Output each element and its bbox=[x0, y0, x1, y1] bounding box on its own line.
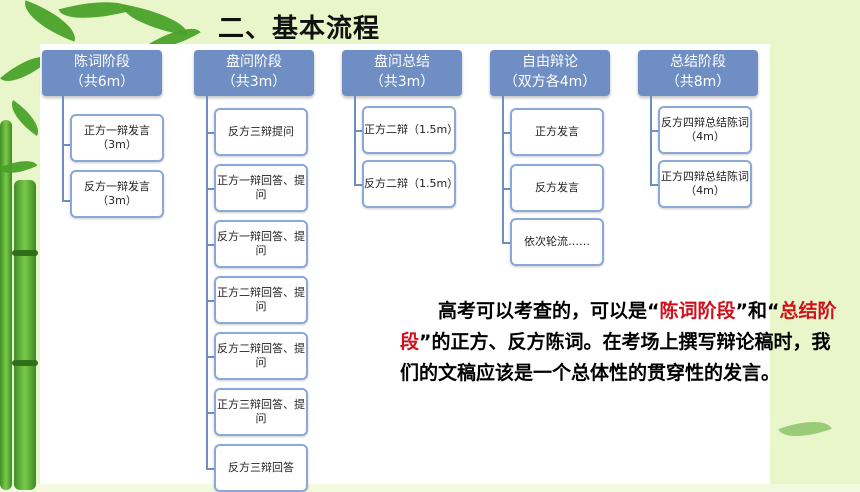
note-text-segment: 高考可以考查的，可以是“ bbox=[438, 300, 660, 322]
step-box: 反方一辩回答、提问 bbox=[214, 220, 308, 268]
step-box: 反方二辩回答、提问 bbox=[214, 332, 308, 380]
bamboo-node bbox=[12, 360, 38, 366]
connector bbox=[206, 244, 214, 246]
connector bbox=[206, 468, 214, 470]
connector bbox=[650, 130, 658, 132]
step-box: 正方四辩总结陈词（4m） bbox=[658, 160, 752, 208]
connector bbox=[62, 200, 70, 202]
stage-duration: （共3m） bbox=[221, 74, 287, 90]
stage-duration: （共3m） bbox=[369, 74, 435, 90]
flowchart-panel: 陈词阶段 （共6m） 正方一辩发言（3m） 反方一辩发言（3m） 盘问阶段 （共… bbox=[40, 44, 770, 492]
connector bbox=[206, 412, 214, 414]
connector bbox=[502, 188, 510, 190]
connector bbox=[354, 96, 356, 186]
stage-header: 盘问总结 （共3m） bbox=[342, 50, 462, 96]
connector bbox=[206, 132, 214, 134]
stage-name: 盘问阶段 bbox=[226, 54, 282, 70]
connector bbox=[206, 300, 214, 302]
note-text-segment: ”和“ bbox=[735, 300, 780, 322]
page-title: 二、基本流程 bbox=[218, 14, 381, 44]
connector bbox=[62, 96, 64, 202]
step-box: 反方三辩回答 bbox=[214, 444, 308, 492]
connector bbox=[354, 184, 362, 186]
step-box: 正方三辩回答、提问 bbox=[214, 388, 308, 436]
stage-name: 总结阶段 bbox=[670, 54, 726, 70]
connector bbox=[206, 96, 208, 468]
stage-header: 盘问阶段 （共3m） bbox=[194, 50, 314, 96]
step-box: 正方二辩回答、提问 bbox=[214, 276, 308, 324]
step-box: 反方发言 bbox=[510, 164, 604, 212]
connector bbox=[62, 144, 70, 146]
stage-header: 总结阶段 （共8m） bbox=[638, 50, 758, 96]
stage-header: 自由辩论 （双方各4m） bbox=[490, 50, 610, 96]
bamboo-leaf bbox=[58, 0, 132, 29]
connector bbox=[206, 188, 214, 190]
step-box: 反方一辩发言（3m） bbox=[70, 170, 164, 218]
note-text-segment: ”的正方、反方陈词。在考场上撰写辩论稿时，我们的文稿应该是一个总体性的贯穿性的发… bbox=[400, 331, 831, 384]
bamboo-node bbox=[12, 250, 38, 256]
step-box: 反方三辩提问 bbox=[214, 108, 308, 156]
bamboo-leaf bbox=[778, 411, 832, 447]
connector bbox=[650, 96, 652, 186]
connector bbox=[502, 96, 504, 244]
step-box: 正方发言 bbox=[510, 108, 604, 156]
stage-name: 自由辩论 bbox=[522, 54, 578, 70]
connector bbox=[502, 242, 510, 244]
stage-duration: （共6m） bbox=[69, 74, 135, 90]
bamboo-stalk bbox=[0, 120, 12, 490]
stage-duration: （共8m） bbox=[665, 74, 731, 90]
connector bbox=[206, 356, 214, 358]
stage-duration: （双方各4m） bbox=[503, 74, 597, 90]
bamboo-stalk bbox=[14, 180, 36, 490]
step-box: 正方一辩发言（3m） bbox=[70, 114, 164, 162]
highlight-term: 总结阶段 bbox=[400, 300, 837, 353]
stage-header: 陈词阶段 （共6m） bbox=[42, 50, 162, 96]
step-box: 正方二辩（1.5m） bbox=[362, 106, 458, 154]
connector bbox=[354, 130, 362, 132]
stage-name: 盘问总结 bbox=[374, 54, 430, 70]
step-box: 依次轮流…… bbox=[510, 218, 604, 266]
step-box: 反方二辩（1.5m） bbox=[362, 160, 458, 208]
step-box: 正方一辩回答、提问 bbox=[214, 164, 308, 212]
highlight-term: 陈词阶段 bbox=[659, 300, 736, 322]
connector bbox=[650, 184, 658, 186]
step-box: 反方四辩总结陈词（4m） bbox=[658, 106, 752, 154]
stage-name: 陈词阶段 bbox=[74, 54, 130, 70]
note-text: 高考可以考查的，可以是“陈词阶段”和“总结阶段”的正方、反方陈词。在考场上撰写辩… bbox=[400, 296, 840, 389]
connector bbox=[502, 132, 510, 134]
